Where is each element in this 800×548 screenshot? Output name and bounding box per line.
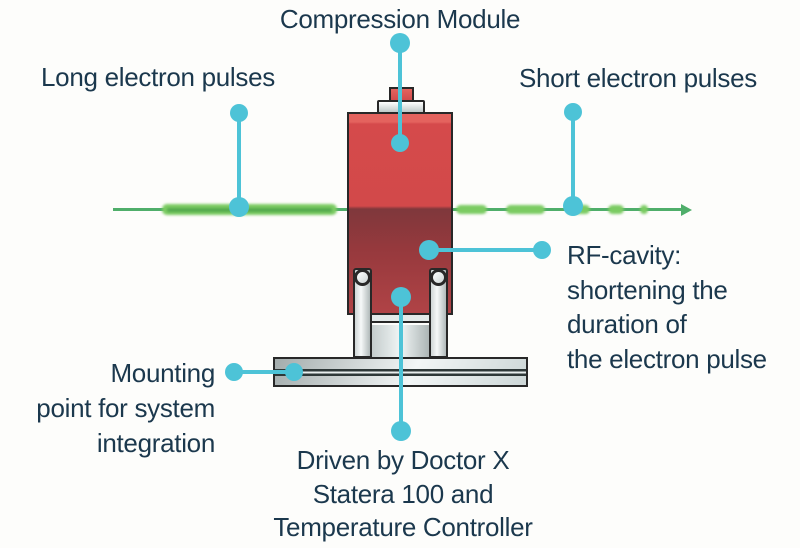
label-short-electron-pulses: Short electron pulses bbox=[519, 63, 757, 93]
callout-dot-short-top bbox=[564, 103, 582, 121]
long-electron-pulse-core bbox=[167, 208, 332, 212]
callout-dot-rf-right bbox=[533, 241, 551, 259]
label-mounting-point: Mounting point for system integration bbox=[36, 358, 215, 458]
callout-line-long-pulses bbox=[237, 113, 241, 207]
callout-dot-driven-bottom bbox=[391, 421, 411, 441]
short-pulse-5 bbox=[640, 205, 648, 214]
bolt-hole-left bbox=[354, 269, 371, 286]
callout-dot-compression-bottom bbox=[391, 134, 409, 152]
callout-line-compression bbox=[398, 43, 402, 143]
label-compression-module: Compression Module bbox=[279, 4, 521, 34]
callout-dot-rf-left bbox=[419, 240, 439, 260]
callout-dot-compression-top bbox=[390, 33, 410, 53]
beam-arrowhead-icon bbox=[681, 203, 692, 216]
callout-dot-mounting-left bbox=[225, 363, 243, 381]
bolt-hole-right bbox=[430, 269, 447, 286]
callout-line-driven bbox=[399, 297, 403, 431]
callout-line-short-pulses bbox=[571, 112, 575, 206]
short-pulse-4 bbox=[608, 205, 624, 214]
callout-dot-short-bottom bbox=[563, 196, 583, 216]
callout-dot-driven-top bbox=[391, 287, 411, 307]
callout-dot-long-top bbox=[230, 104, 248, 122]
callout-line-rf-cavity bbox=[429, 248, 542, 252]
label-driven-by: Driven by Doctor X Statera 100 and Tempe… bbox=[273, 445, 533, 542]
label-rf-cavity: RF-cavity: shortening the duration of th… bbox=[567, 240, 767, 374]
label-long-electron-pulses: Long electron pulses bbox=[41, 62, 275, 92]
callout-dot-mounting-right bbox=[285, 363, 303, 381]
short-pulse-1 bbox=[456, 205, 487, 214]
short-pulse-2 bbox=[506, 205, 545, 214]
callout-line-mounting bbox=[234, 370, 294, 374]
callout-dot-long-bottom bbox=[229, 197, 249, 217]
